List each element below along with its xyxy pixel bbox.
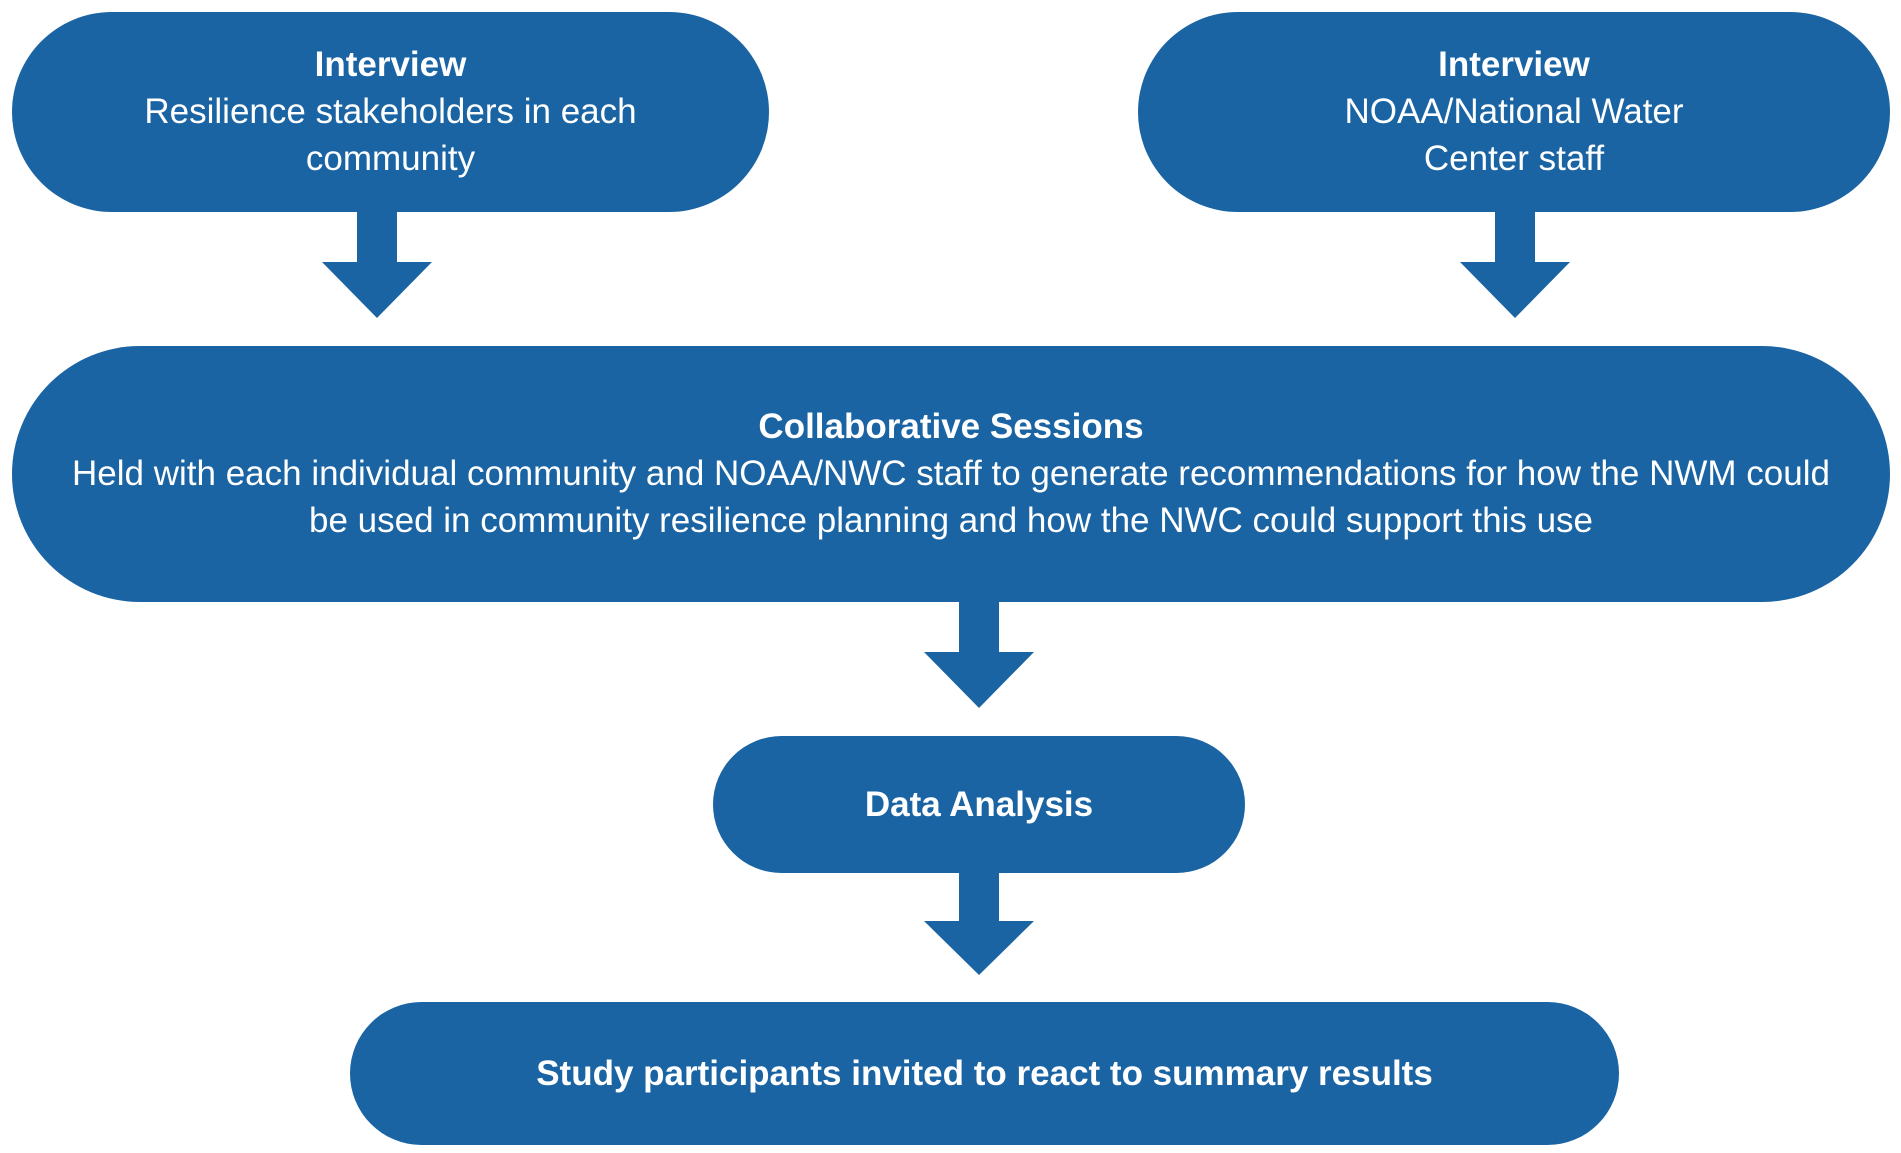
interview-noaa-text: NOAA/National Water Center staff [1344,92,1684,178]
arrow-collab-to-analysis-icon [924,602,1034,708]
arrow-analysis-to-results-icon [924,873,1034,975]
data-analysis-title: Data Analysis [864,784,1094,824]
collaborative-sessions-box: Collaborative Sessions Held with each in… [12,346,1890,602]
arrow-interview-left-to-collab-icon [322,212,432,318]
data-analysis-box: Data Analysis [713,736,1245,873]
collaborative-sessions-text: Held with each individual community and … [72,454,1830,540]
collaborative-sessions-title: Collaborative Sessions [758,407,1144,446]
study-participants-box: Study participants invited to react to s… [350,1002,1619,1145]
arrow-interview-right-to-collab-icon [1460,212,1570,318]
interview-stakeholders-title: Interview [314,45,467,84]
interview-noaa-title: Interview [1438,45,1590,84]
interview-stakeholders-box: Interview Resilience stakeholders in eac… [12,12,769,212]
study-participants-title: Study participants invited to react to s… [536,1053,1433,1093]
interview-noaa-box: Interview NOAA/National Water Center sta… [1138,12,1890,212]
interview-stakeholders-text: Resilience stakeholders in each communit… [144,92,637,178]
